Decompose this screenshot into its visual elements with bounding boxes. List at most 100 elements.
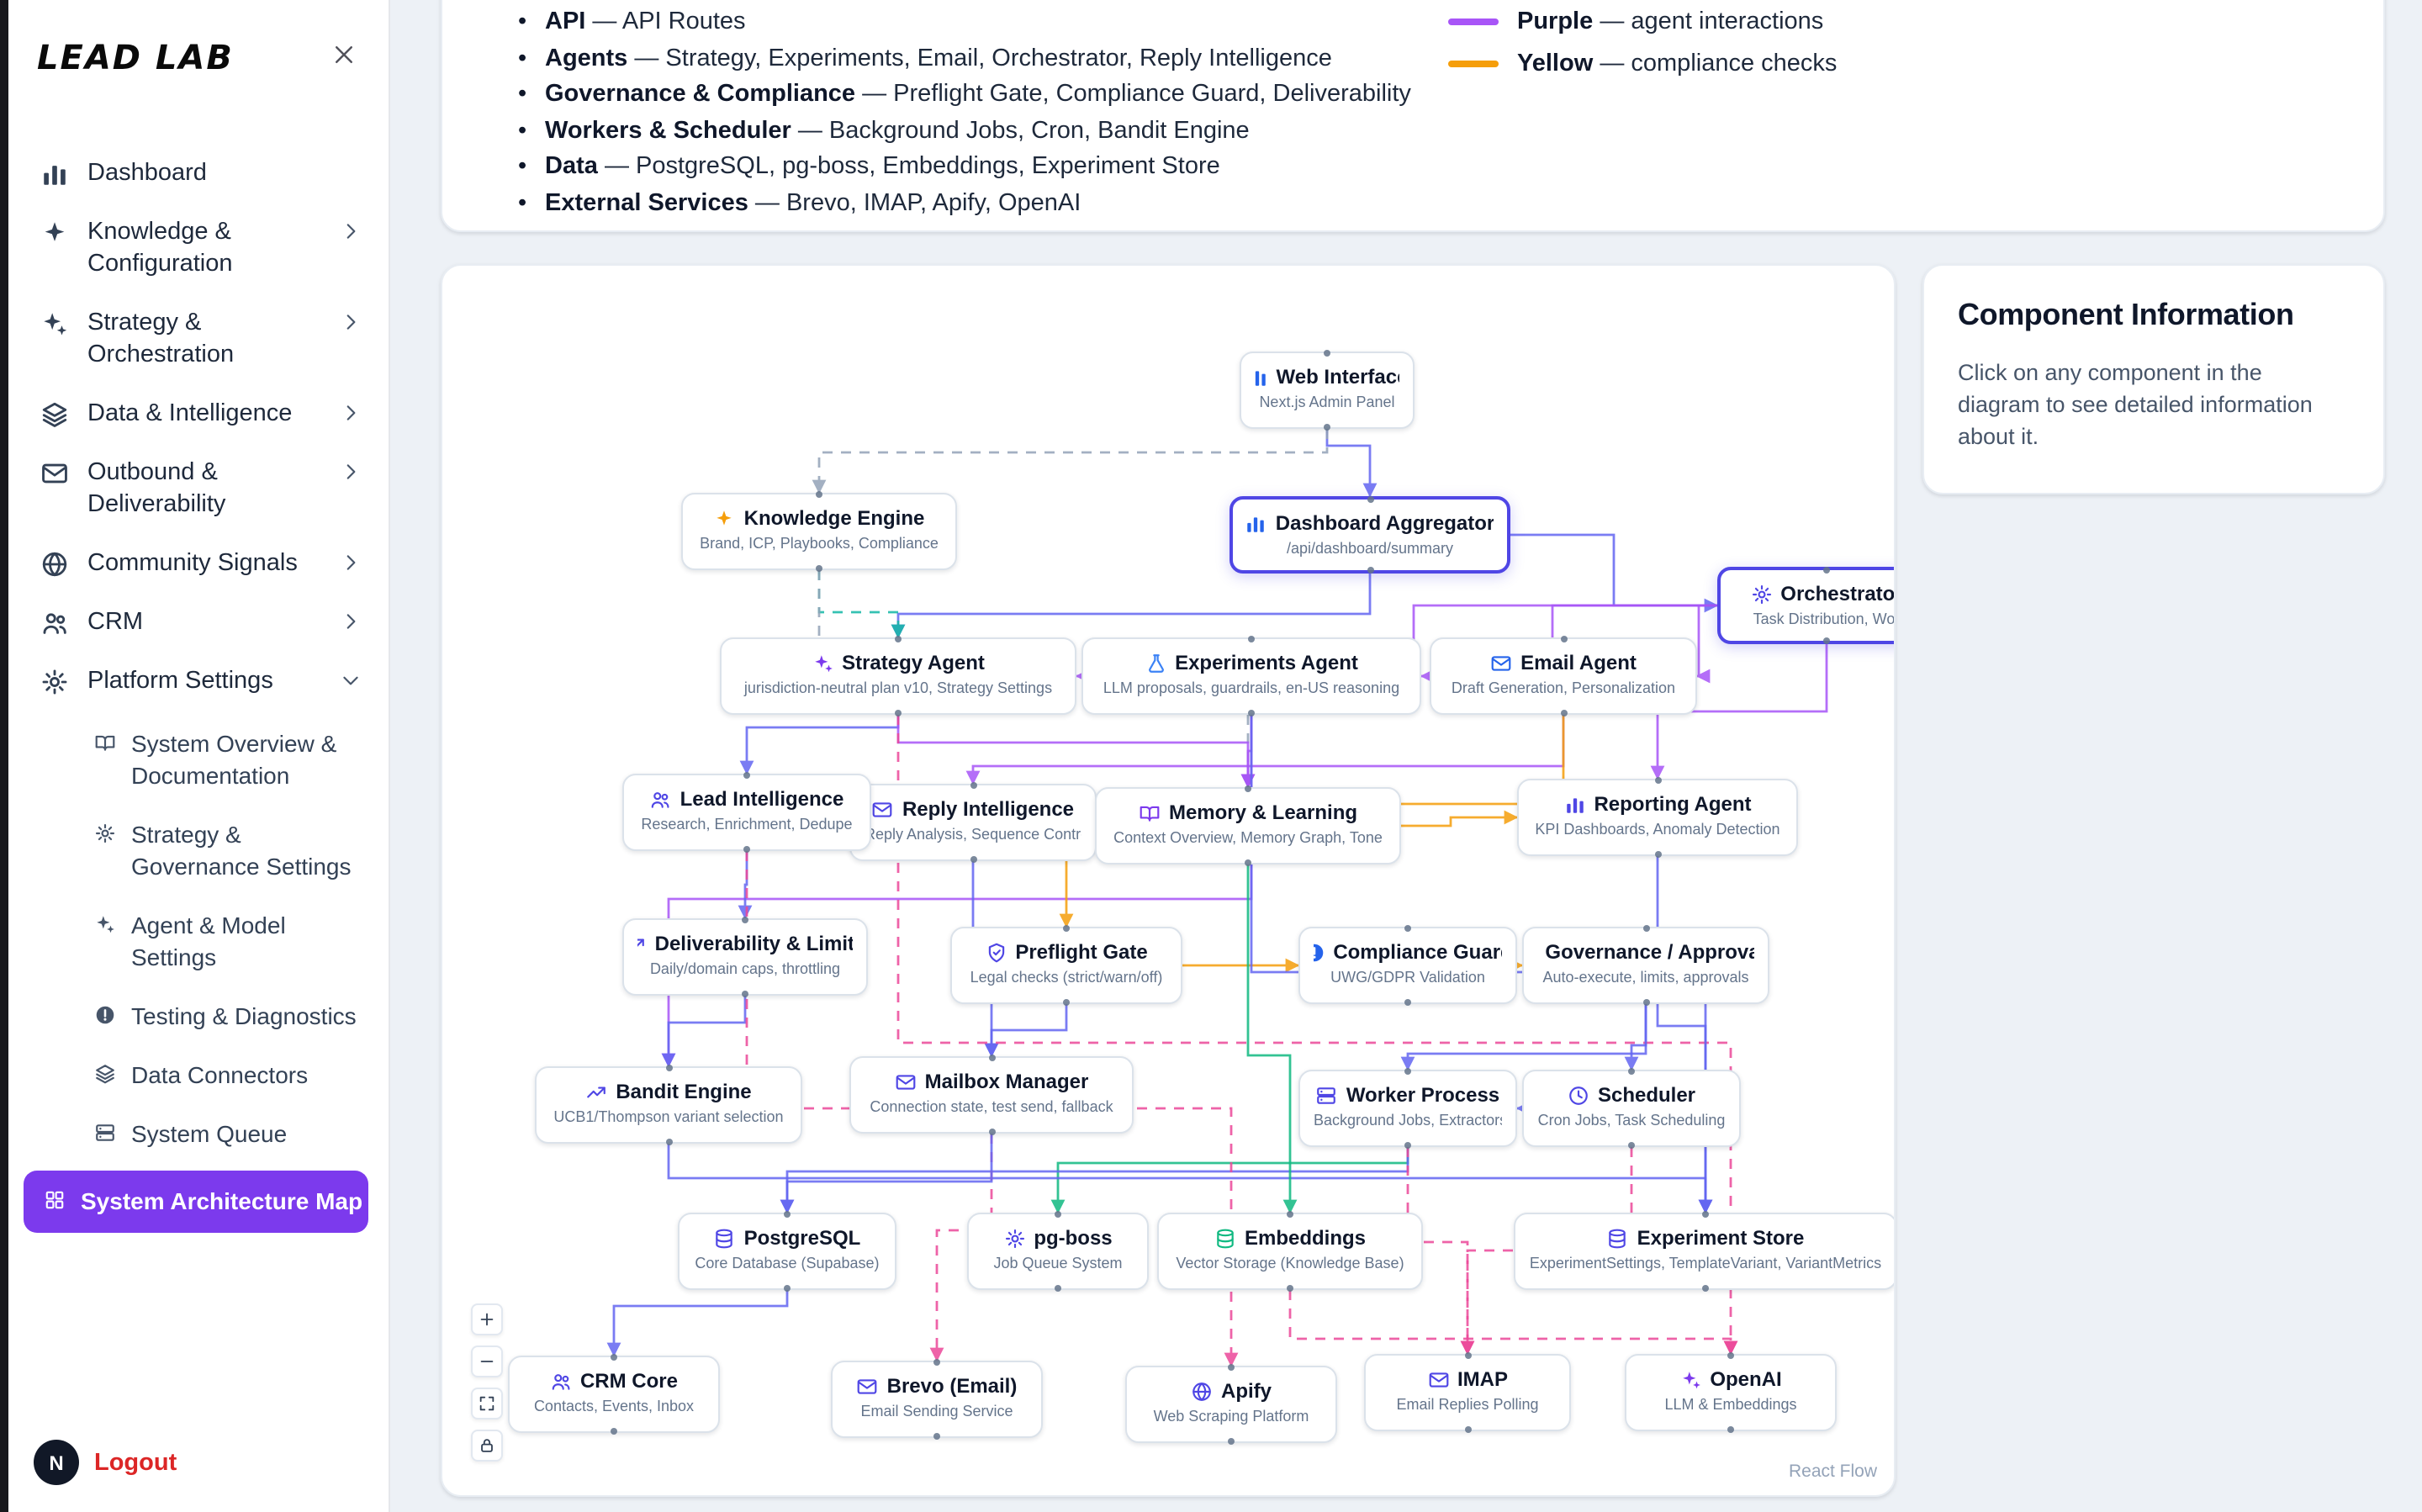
sidebar-item-agent-model-settings[interactable]: Agent & Model Settings — [0, 896, 389, 987]
node-title: pg-boss — [1034, 1226, 1113, 1250]
mail-icon — [40, 459, 69, 488]
node-title: Experiment Store — [1637, 1226, 1805, 1250]
mail-icon — [872, 798, 894, 820]
node-subtitle: Core Database (Supabase) — [695, 1255, 880, 1271]
edge-experiments-agent-to-bandit-engine — [661, 715, 1253, 1068]
clock-icon — [1568, 1084, 1589, 1106]
logout-button[interactable]: Logout — [94, 1449, 177, 1476]
zoom-out-button[interactable] — [471, 1345, 503, 1377]
legend-item-yellow: Yellow — compliance checks — [1448, 50, 1837, 77]
sidebar-close-button[interactable] — [325, 39, 362, 76]
sidebar-item-system-queue[interactable]: System Queue — [0, 1105, 389, 1164]
node-dashboard-aggregator[interactable]: Dashboard Aggregator/api/dashboard/summa… — [1230, 496, 1510, 574]
mail-icon — [857, 1375, 879, 1397]
globe-icon — [40, 550, 69, 579]
edge-bandit-engine-to-experiment-store — [667, 1144, 1713, 1214]
fit-view-button[interactable] — [471, 1388, 503, 1419]
grid-icon — [44, 1189, 66, 1211]
sidebar-item-community-signals[interactable]: Community Signals — [0, 535, 389, 594]
node-subtitle: Background Jobs, Extractors — [1314, 1112, 1502, 1129]
node-title: Worker Process — [1346, 1083, 1500, 1107]
sidebar-item-testing-diagnostics[interactable]: Testing & Diagnostics — [0, 987, 389, 1046]
sidebar-item-knowledge-configuration[interactable]: Knowledge & Configuration — [0, 204, 389, 294]
info-panel-body: Click on any component in the diagram to… — [1958, 360, 2313, 449]
sidebar-item-system-overview-documentation[interactable]: System Overview & Documentation — [0, 715, 389, 806]
sidebar-item-outbound-deliverability[interactable]: Outbound & Deliverability — [0, 444, 389, 535]
node-postgresql[interactable]: PostgreSQL Core Database (Supabase) — [678, 1211, 896, 1292]
sidebar-item-data-connectors[interactable]: Data Connectors — [0, 1046, 389, 1105]
trend-icon — [637, 933, 647, 954]
node-subtitle: Context Overview, Memory Graph, Tone — [1113, 829, 1383, 846]
layers-icon — [94, 1063, 116, 1085]
node-subtitle: Email Sending Service — [860, 1403, 1013, 1419]
node-title: PostgreSQL — [743, 1226, 861, 1250]
sidebar-item-label: System Overview & Documentation — [131, 730, 337, 789]
sidebar-item-strategy-orchestration[interactable]: Strategy & Orchestration — [0, 294, 389, 385]
sidebar-item-data-intelligence[interactable]: Data & Intelligence — [0, 385, 389, 444]
node-title: IMAP — [1457, 1367, 1508, 1391]
sidebar-item-system-architecture-map[interactable]: System Architecture Map — [24, 1171, 368, 1233]
sidebar-item-strategy-governance-settings[interactable]: Strategy & Governance Settings — [0, 806, 389, 896]
node-brevo[interactable]: Brevo (Email)Email Sending Service — [831, 1359, 1043, 1440]
edge-reporting-agent-to-experiment-store — [1656, 856, 1713, 1214]
node-title: Web Interface — [1276, 365, 1399, 389]
node-title: Bandit Engine — [616, 1080, 752, 1103]
edge-dashboard-aggregator-to-strategy-agent — [891, 574, 1372, 639]
sidebar-item-platform-settings[interactable]: Platform Settings — [0, 653, 389, 711]
bar-chart-icon — [1246, 512, 1267, 534]
sidebar-item-crm[interactable]: CRM — [0, 594, 389, 653]
alert-icon — [94, 1004, 116, 1026]
zoom-in-button[interactable] — [471, 1303, 503, 1335]
node-subtitle: LLM proposals, guardrails, en-US reasoni… — [1103, 679, 1400, 696]
sidebar-item-label: System Architecture Map — [81, 1187, 363, 1214]
component-info-panel: Component Information Click on any compo… — [1922, 264, 2385, 494]
avatar[interactable]: N — [34, 1440, 79, 1485]
layers-icon — [40, 400, 69, 429]
diagram-controls — [471, 1303, 503, 1462]
book-icon — [94, 732, 116, 753]
edge-dashboard-aggregator-to-orchestrator — [1510, 533, 1719, 613]
diagram-edges — [606, 429, 1828, 1367]
reactflow-attribution[interactable]: React Flow — [1788, 1462, 1877, 1482]
edge-lead-intelligence-to-deliverability-limits — [738, 851, 753, 920]
node-subtitle: Task Distribution, Wor — [1753, 611, 1896, 627]
node-subtitle: Contacts, Events, Inbox — [533, 1398, 695, 1414]
users-icon — [550, 1370, 572, 1392]
node-title: Memory & Learning — [1168, 801, 1358, 824]
sidebar-item-dashboard[interactable]: Dashboard — [0, 145, 389, 204]
lock-button[interactable] — [471, 1430, 503, 1462]
chevron-down-icon — [340, 669, 362, 691]
node-title: Knowledge Engine — [743, 506, 925, 530]
node-title: Strategy Agent — [842, 651, 985, 674]
node-subtitle: Daily/domain caps, throttling — [649, 960, 841, 977]
users-icon — [650, 788, 672, 810]
edge-email-agent-to-reply-intelligence — [965, 715, 1565, 785]
node-title: Lead Intelligence — [680, 787, 844, 811]
